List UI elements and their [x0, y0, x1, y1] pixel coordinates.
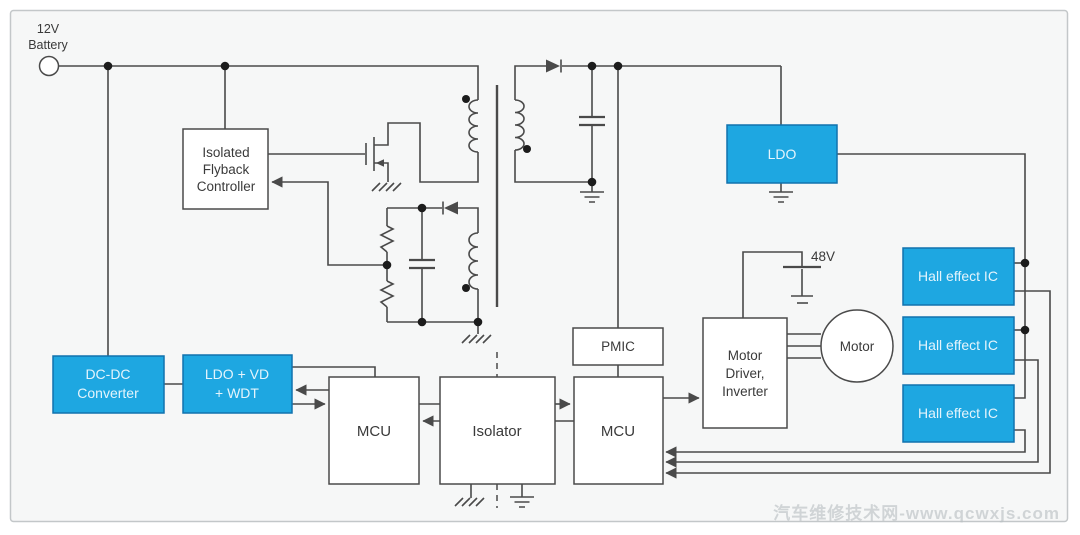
dcdc-label-line1: DC-DC	[85, 366, 130, 382]
aux-diode-icon	[442, 201, 458, 215]
block-dcdc-converter	[52, 355, 165, 414]
block-motor	[820, 309, 894, 383]
block-hall-effect-ic-1	[902, 247, 1015, 306]
motor-driver-label-line1: Motor	[728, 348, 763, 363]
block-pmic	[572, 327, 664, 366]
ldo-label: LDO	[768, 146, 797, 162]
block-mcu-right	[573, 376, 664, 485]
battery-label-line2: Battery	[28, 38, 68, 52]
mosfet-icon	[365, 137, 384, 171]
ldo-vd-wdt-label-line1: LDO + VD	[205, 366, 269, 382]
chassis-ground-icon	[371, 182, 402, 192]
secondary-winding-icon	[514, 99, 525, 151]
aux-winding-icon	[468, 232, 479, 290]
isolator-label: Isolator	[472, 423, 521, 440]
earth-ground-icon	[510, 496, 534, 508]
motor-driver-label-line3: Inverter	[722, 384, 768, 399]
wiring	[58, 65, 1051, 498]
block-motor-driver	[702, 317, 788, 429]
flyback-label-line3: Controller	[197, 179, 256, 194]
rectifier-diode-icon	[546, 59, 562, 73]
motor-driver-label-line2: Driver,	[725, 366, 764, 381]
hall2-label: Hall effect IC	[918, 337, 998, 353]
battery-label-line1: 12V	[37, 22, 60, 36]
primary-winding-icon	[468, 99, 479, 153]
block-hall-effect-ic-2	[902, 316, 1015, 375]
flyback-label-line1: Isolated	[202, 145, 249, 160]
flyback-label-line2: Flyback	[203, 162, 250, 177]
mcu-right-label: MCU	[601, 423, 635, 440]
hall1-label: Hall effect IC	[918, 268, 998, 284]
block-isolator	[439, 376, 556, 485]
transformer-symbol	[462, 85, 531, 307]
ldo-vd-wdt-label-line2: + WDT	[215, 385, 259, 401]
battery-48v-icon	[783, 265, 821, 304]
block-ldo	[726, 124, 838, 184]
battery-terminal-icon	[38, 55, 60, 77]
hall3-label: Hall effect IC	[918, 405, 998, 421]
watermark: 汽车维修技术网-www.qcwxjs.com	[773, 503, 1060, 523]
block-flyback-controller	[182, 128, 269, 210]
earth-ground-icon	[769, 191, 793, 203]
block-hall-effect-ic-3	[902, 384, 1015, 443]
chassis-ground-icon	[454, 497, 485, 507]
dcdc-label-line2: Converter	[77, 385, 139, 401]
junction-dots	[103, 61, 1030, 335]
aux-capacitor-icon	[409, 258, 435, 270]
output-capacitor-icon	[579, 115, 605, 127]
pmic-label: PMIC	[601, 339, 635, 354]
motor-label: Motor	[840, 339, 875, 354]
supply-48v-label: 48V	[811, 249, 835, 264]
block-ldo-vd-wdt	[182, 354, 293, 414]
earth-ground-icon	[580, 191, 604, 203]
mcu-left-label: MCU	[357, 423, 391, 440]
block-mcu-left	[328, 376, 420, 485]
chassis-ground-icon	[461, 334, 492, 344]
